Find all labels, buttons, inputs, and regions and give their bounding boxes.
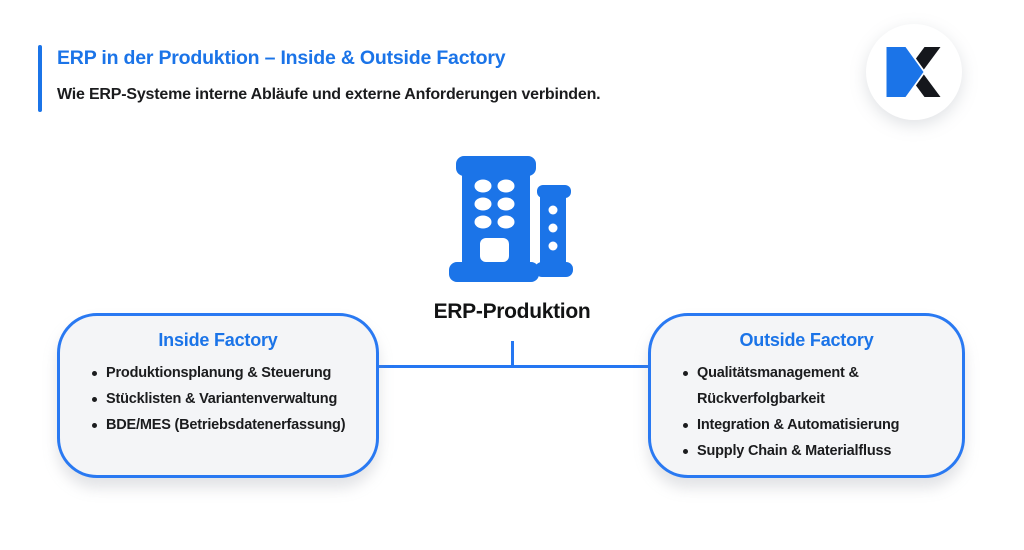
list-item: BDE/MES (Betriebsdatenerfassung) — [92, 412, 360, 438]
bullet-icon — [683, 449, 688, 454]
list-item: Supply Chain & Materialfluss — [683, 438, 946, 464]
list-item: Qualitätsmanagement & Rückverfolgbarkeit — [683, 360, 946, 412]
bullet-icon — [92, 371, 97, 376]
inside-factory-title: Inside Factory — [158, 330, 278, 350]
list-item: Stücklisten & Variantenverwaltung — [92, 386, 360, 412]
bullet-icon — [683, 423, 688, 428]
bullet-icon — [92, 423, 97, 428]
inside-factory-box: Inside Factory Produktionsplanung & Steu… — [57, 313, 379, 478]
page-title: ERP in der Produktion – Inside & Outside… — [57, 47, 506, 69]
bullet-icon — [92, 397, 97, 402]
factory-building-icon — [449, 156, 575, 289]
inside-factory-list: Produktionsplanung & Steuerung Stücklist… — [60, 360, 376, 438]
outside-factory-box: Outside Factory Qualitätsmanagement & Rü… — [648, 313, 965, 478]
outside-factory-title: Outside Factory — [739, 330, 874, 350]
x-mark-icon — [886, 47, 941, 97]
brand-logo — [866, 24, 962, 120]
list-item: Produktionsplanung & Steuerung — [92, 360, 360, 386]
center-node-label: ERP-Produktion — [433, 300, 591, 323]
connector-stub — [511, 341, 514, 367]
connector-line — [378, 365, 648, 368]
bullet-icon — [683, 371, 688, 376]
title-accent-bar — [38, 45, 42, 112]
list-item: Integration & Automatisierung — [683, 412, 946, 438]
page-subtitle: Wie ERP-Systeme interne Abläufe und exte… — [57, 86, 601, 103]
outside-factory-list: Qualitätsmanagement & Rückverfolgbarkeit… — [651, 360, 962, 464]
